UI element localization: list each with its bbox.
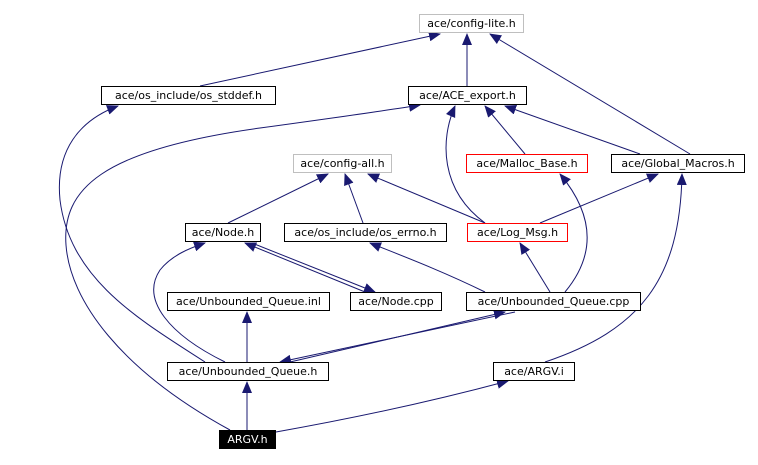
node-os-stddef-h[interactable]: ace/os_include/os_stddef.h xyxy=(101,86,276,105)
edge-os-stddef-to-config-lite xyxy=(199,31,441,87)
edge-uq-cpp-to-malloc-base xyxy=(559,173,588,293)
node-ace-export-h[interactable]: ace/ACE_export.h xyxy=(408,86,527,105)
edge-os-errno-to-config-all xyxy=(344,173,364,224)
edge-global-macros-to-config-lite xyxy=(489,33,691,155)
node-malloc-base-h[interactable]: ace/Malloc_Base.h xyxy=(466,154,588,173)
node-os-errno-h[interactable]: ace/os_include/os_errno.h xyxy=(284,223,447,242)
node-unbounded-queue-h[interactable]: ace/Unbounded_Queue.h xyxy=(167,362,329,381)
edge-argv-h-to-argv-i xyxy=(275,379,509,433)
node-log-msg-h[interactable]: ace/Log_Msg.h xyxy=(467,223,568,242)
edge-log-msg-to-config-all xyxy=(367,173,486,224)
edge-uq-cpp-to-os-errno xyxy=(369,242,486,293)
node-argv-h-root: ARGV.h xyxy=(219,430,276,449)
node-config-all-h[interactable]: ace/config-all.h xyxy=(293,154,392,173)
node-node-cpp[interactable]: ace/Node.cpp xyxy=(350,292,442,311)
edge-argv-h-to-ace-export xyxy=(65,101,421,431)
node-argv-i[interactable]: ace/ARGV.i xyxy=(493,362,575,381)
edge-malloc-base-to-ace-export xyxy=(484,105,526,155)
edge-global-macros-to-ace-export xyxy=(504,104,641,155)
node-config-lite-h[interactable]: ace/config-lite.h xyxy=(419,14,524,33)
edge-uq-h-to-os-stddef xyxy=(58,105,206,363)
edge-uq-cpp-to-uq-h xyxy=(279,311,516,365)
edge-uq-cpp-to-log-msg xyxy=(519,242,551,293)
node-unbounded-queue-inl[interactable]: ace/Unbounded_Queue.inl xyxy=(167,292,330,311)
edge-node-cpp-to-node-h xyxy=(244,242,366,293)
edge-uq-h-to-node-h xyxy=(153,241,226,363)
node-global-macros-h[interactable]: ace/Global_Macros.h xyxy=(611,154,745,173)
edge-log-msg-to-global-macros xyxy=(539,173,659,224)
node-unbounded-queue-cpp[interactable]: ace/Unbounded_Queue.cpp xyxy=(466,292,641,311)
edge-node-h-to-config-all xyxy=(227,173,329,224)
edge-log-msg-to-ace-export xyxy=(445,105,486,224)
edge-argv-i-to-global-macros xyxy=(544,173,687,363)
node-node-h[interactable]: ace/Node.h xyxy=(185,223,261,242)
edge-node-h-to-node-cpp xyxy=(251,242,376,293)
